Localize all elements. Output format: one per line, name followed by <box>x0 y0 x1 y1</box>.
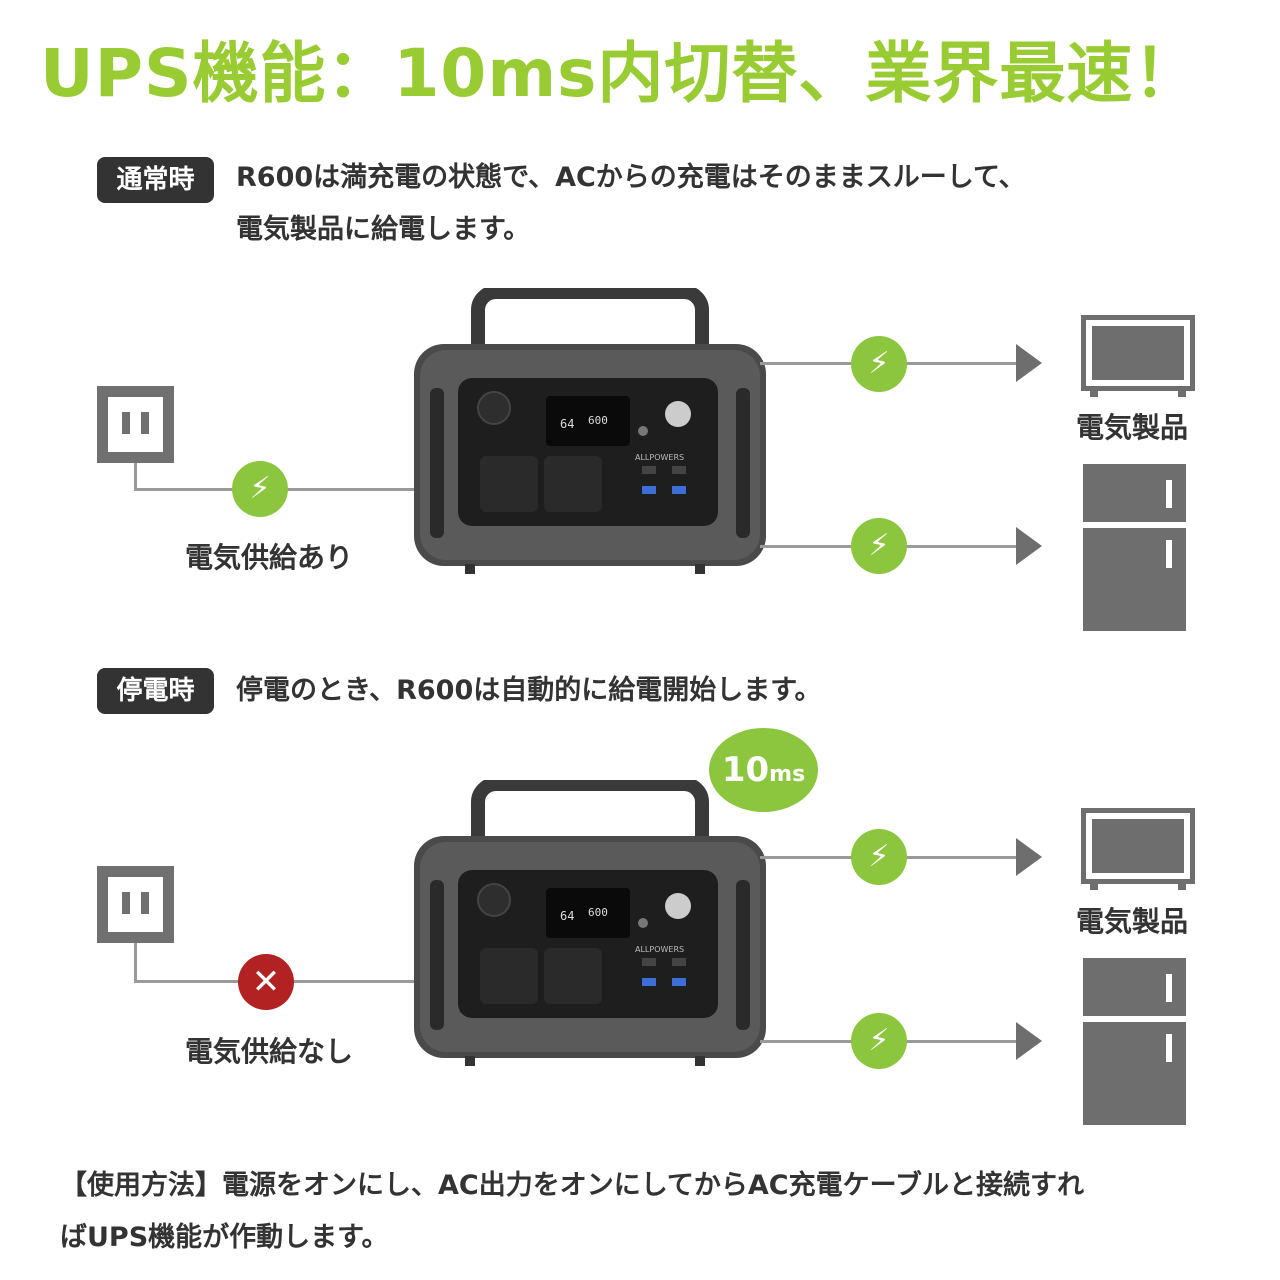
outlet-wire <box>134 943 137 983</box>
arrow-icon <box>1016 527 1042 565</box>
display-watts: 600 <box>588 906 608 919</box>
display-battery: 64 <box>560 909 574 923</box>
wall-outlet-icon <box>97 386 174 463</box>
appliance-label: 電気製品 <box>1076 905 1189 938</box>
tv-icon <box>1081 315 1195 397</box>
tv-icon <box>1081 808 1195 890</box>
lightning-bolt-icon: ⚡ <box>232 461 288 517</box>
device-brand: ALLPOWERS <box>635 945 684 954</box>
usage-note: 【使用方法】電源をオンにし、AC出力をオンにしてからAC充電ケーブルと接続すれ … <box>60 1160 1230 1264</box>
normal-tag: 通常時 <box>97 157 214 203</box>
lightning-bolt-icon: ⚡ <box>851 829 907 885</box>
usage-note-line1: 【使用方法】電源をオンにし、AC出力をオンにしてからAC充電ケーブルと接続すれ <box>60 1170 1084 1201</box>
outage-description: 停電のとき、R600は自動的に給電開始します。 <box>236 675 822 706</box>
outage-tag: 停電時 <box>97 668 214 714</box>
lightning-bolt-icon: ⚡ <box>851 518 907 574</box>
cross-icon: ✕ <box>238 954 294 1010</box>
lightning-bolt-icon: ⚡ <box>851 1013 907 1069</box>
switch-time-number: 10 <box>721 750 770 790</box>
display-watts: 600 <box>588 414 608 427</box>
display-battery: 64 <box>560 417 574 431</box>
arrow-icon <box>1016 344 1042 382</box>
usage-note-line2: ばUPS機能が作動します。 <box>60 1222 389 1253</box>
normal-desc-line2: 電気製品に給電します。 <box>236 214 531 245</box>
page-title: UPS機能：10ms内切替、業界最速！ <box>40 35 1201 112</box>
appliance-label: 電気製品 <box>1076 411 1189 444</box>
switch-time-unit: ms <box>769 762 806 787</box>
device-brand: ALLPOWERS <box>635 453 684 462</box>
supply-off-label: 電気供給なし <box>185 1035 354 1068</box>
power-station-image: 64 600 ALLPOWERS <box>414 288 766 574</box>
switch-time-badge: 10ms <box>709 728 818 812</box>
arrow-icon <box>1016 838 1042 876</box>
supply-on-label: 電気供給あり <box>185 541 354 574</box>
normal-desc-line1: R600は満充電の状態で、ACからの充電はそのままスルーして、 <box>236 162 1026 193</box>
power-station-image: 64 600 ALLPOWERS <box>414 780 766 1066</box>
outlet-wire <box>134 463 137 490</box>
normal-description: R600は満充電の状態で、ACからの充電はそのままスルーして、 電気製品に給電し… <box>236 152 1236 256</box>
lightning-bolt-icon: ⚡ <box>851 336 907 392</box>
wall-outlet-icon <box>97 866 174 943</box>
arrow-icon <box>1016 1022 1042 1060</box>
